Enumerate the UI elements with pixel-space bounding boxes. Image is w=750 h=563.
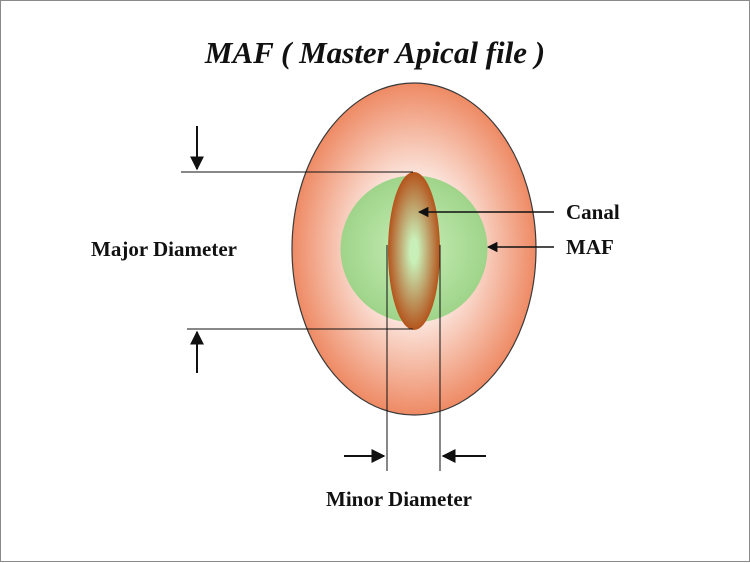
callout-lines xyxy=(417,206,554,253)
major-diameter-label: Major Diameter xyxy=(91,237,237,261)
canal-label: Canal xyxy=(566,200,620,224)
maf-label: MAF xyxy=(566,235,614,259)
minor-diameter-guides xyxy=(344,245,486,471)
minor-diameter-label: Minor Diameter xyxy=(326,487,472,511)
canal-ellipse xyxy=(388,172,440,330)
diagram-title: MAF ( Master Apical file ) xyxy=(204,35,546,70)
major-diameter-guides xyxy=(181,126,413,373)
